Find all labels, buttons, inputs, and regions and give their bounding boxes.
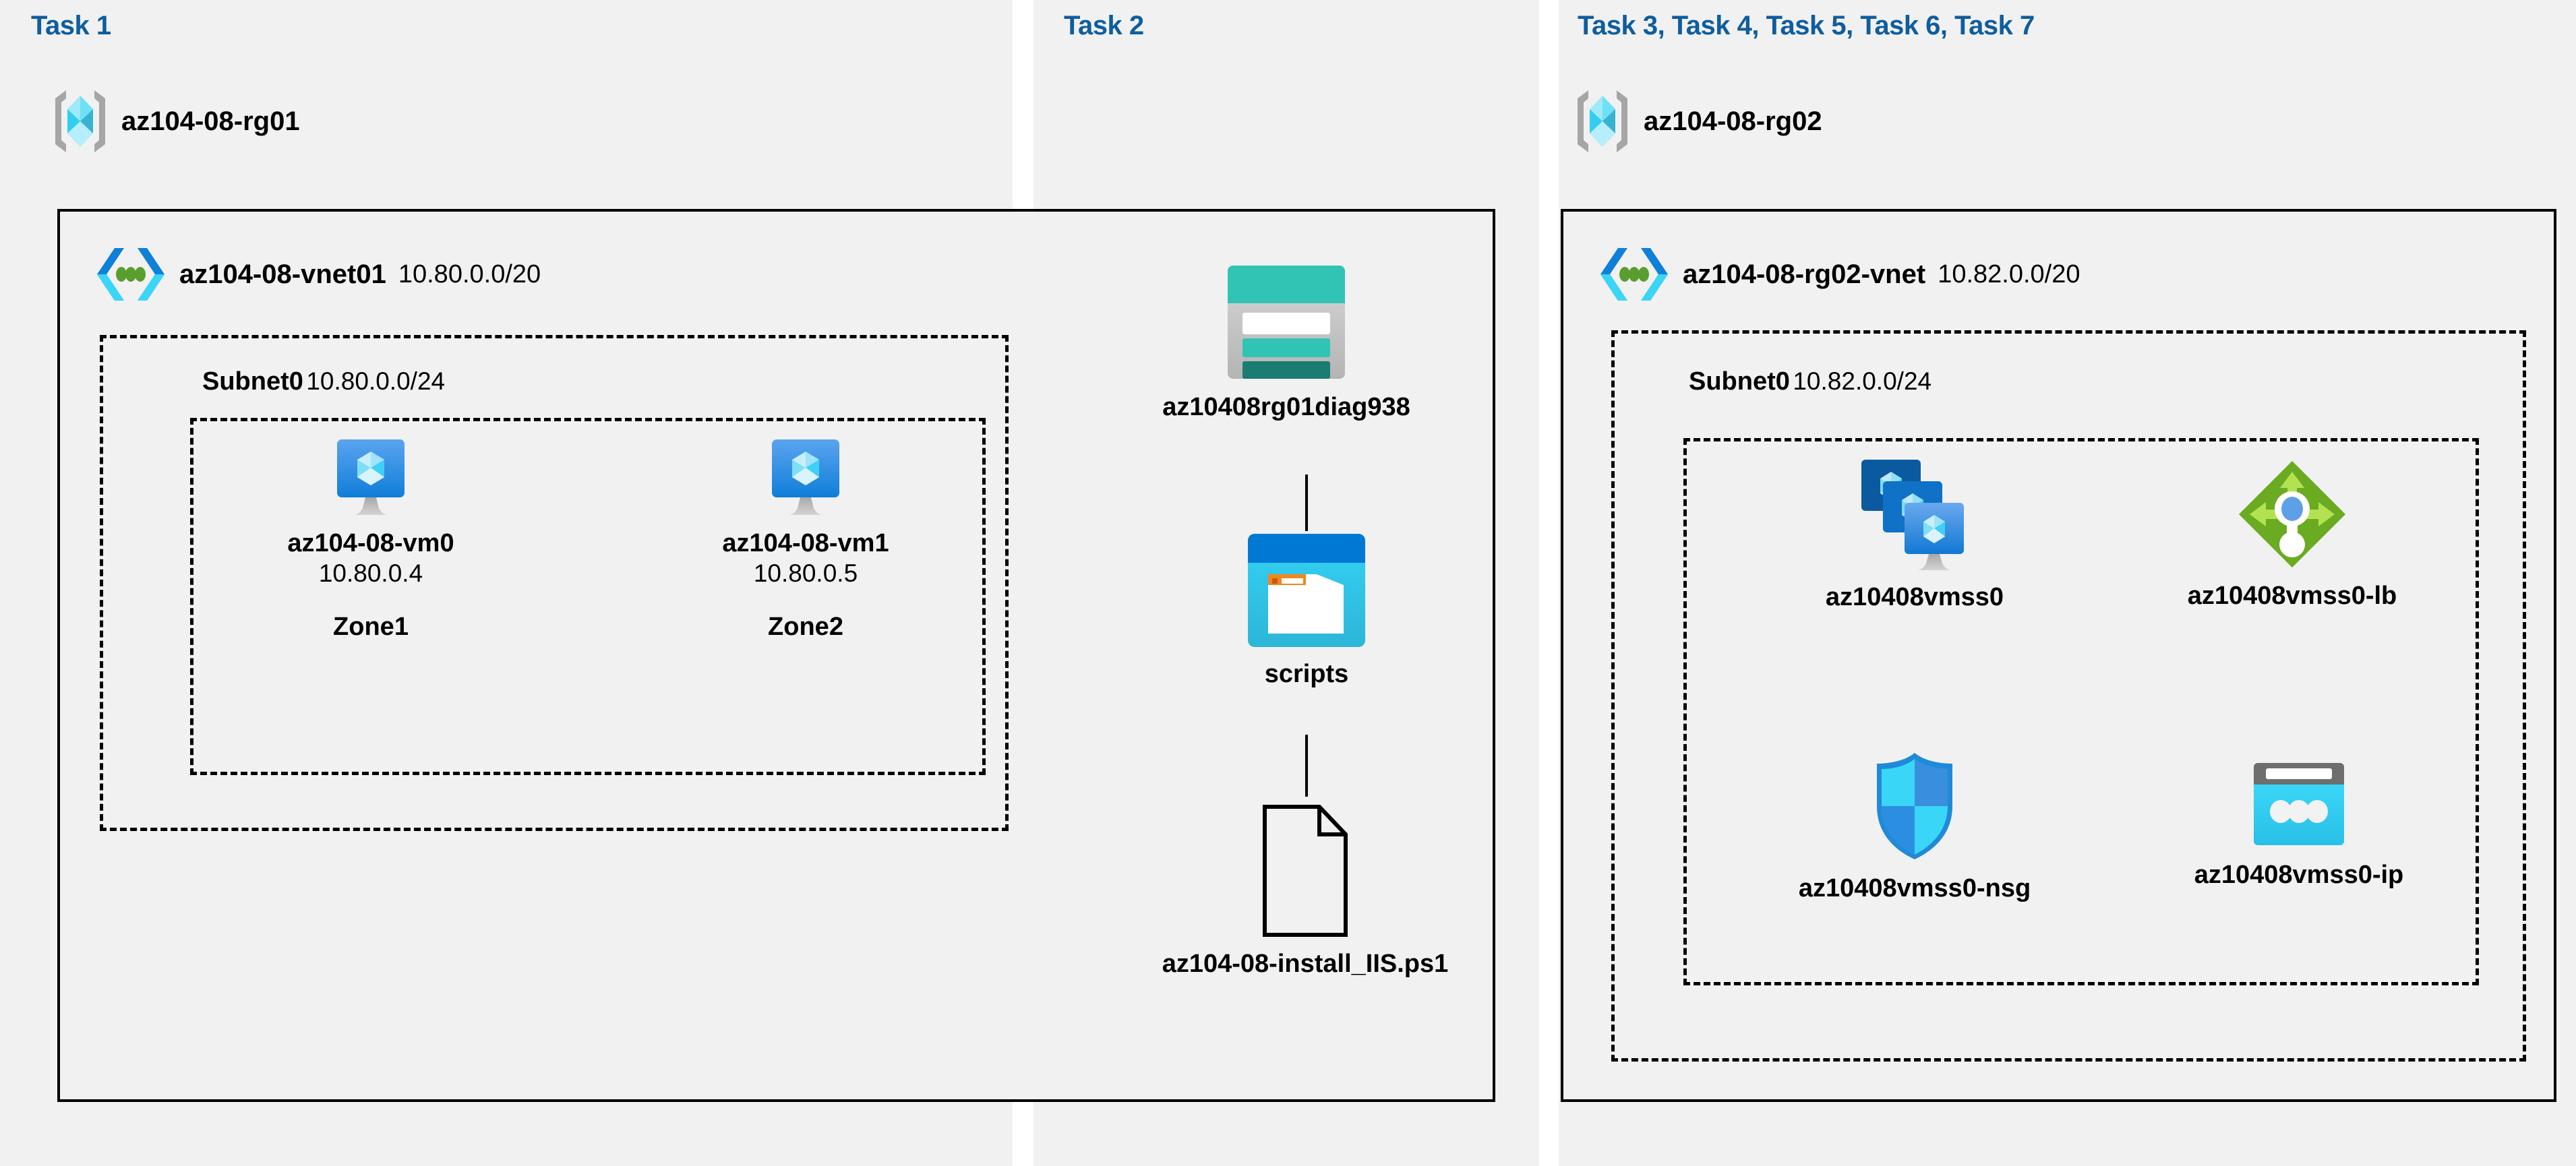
vm-zone: Zone1 — [333, 613, 409, 642]
network-security-group-icon — [1871, 749, 1958, 863]
task1-vnet-header: az104-08-vnet01 10.80.0.0/20 — [94, 244, 541, 305]
task3-subnet-label: Subnet0 10.82.0.0/24 — [1689, 367, 1931, 396]
load-balancer-name: az10408vmss0-lb — [2187, 582, 2397, 610]
task1-subnet-label: Subnet0 10.80.0.0/24 — [202, 367, 445, 396]
vm-node[interactable]: az104-08-vm1 10.80.0.5 Zone2 — [705, 438, 907, 642]
public-ip-address-name: az10408vmss0-ip — [2194, 861, 2404, 889]
task1-subnet-name: Subnet0 — [202, 367, 303, 396]
task2-title: Task 2 — [1064, 11, 1144, 40]
task1-subnet-box — [100, 335, 1009, 831]
task1-vnet-name: az104-08-vnet01 — [179, 259, 386, 289]
task1-resource-group-name: az104-08-rg01 — [121, 106, 300, 136]
resource-group-icon — [1574, 88, 1631, 155]
file-icon — [1261, 803, 1349, 938]
vm-ip: 10.80.0.4 — [318, 559, 423, 587]
virtual-network-icon — [94, 244, 167, 305]
public-ip-address-icon — [2251, 762, 2347, 849]
task3-subnet-box — [1611, 330, 2526, 1062]
vm-name: az104-08-vm1 — [722, 529, 889, 557]
connector-container-to-file — [1305, 735, 1308, 797]
file-name: az104-08-install_IIS.ps1 — [1162, 950, 1449, 978]
vm-node[interactable]: az104-08-vm0 10.80.0.4 Zone1 — [270, 438, 472, 642]
task3-vnet-box — [1561, 209, 2556, 1102]
task3-resource-group-header: az104-08-rg02 — [1574, 88, 1822, 155]
vm-scale-set-icon — [1859, 458, 1971, 572]
network-security-group-name: az10408vmss0-nsg — [1798, 874, 2031, 902]
network-security-group-node[interactable]: az10408vmss0-nsg — [1799, 749, 2031, 904]
vm-ip: 10.80.0.5 — [753, 559, 858, 587]
task3-subnet-cidr: 10.82.0.0/24 — [1793, 367, 1932, 395]
vm-scale-set-node[interactable]: az10408vmss0 — [1814, 458, 2016, 613]
task3-vnet-cidr: 10.82.0.0/20 — [1938, 259, 2080, 288]
vm-name: az104-08-vm0 — [287, 529, 454, 557]
file-node[interactable]: az104-08-install_IIS.ps1 — [1162, 803, 1448, 979]
task3-vnet-header: az104-08-rg02-vnet 10.82.0.0/20 — [1598, 244, 2080, 305]
storage-account-name: az10408rg01diag938 — [1162, 393, 1410, 421]
public-ip-address-node[interactable]: az10408vmss0-ip — [2191, 762, 2407, 890]
storage-account-icon — [1224, 263, 1349, 381]
virtual-network-icon — [1598, 244, 1671, 305]
vm-scale-set-name: az10408vmss0 — [1825, 583, 2004, 611]
task1-subnet-cidr: 10.80.0.0/24 — [306, 367, 446, 395]
task3-vnet-name: az104-08-rg02-vnet — [1683, 259, 1926, 289]
task3-resources-box — [1683, 438, 2479, 985]
task1-title: Task 1 — [31, 11, 111, 40]
virtual-machine-icon — [334, 438, 407, 518]
virtual-machine-icon — [769, 438, 842, 518]
connector-storage-to-container — [1305, 474, 1308, 531]
storage-account-node[interactable]: az10408rg01diag938 — [1162, 263, 1410, 423]
task3-title: Task 3, Task 4, Task 5, Task 6, Task 7 — [1578, 11, 2035, 40]
task1-resource-group-header: az104-08-rg01 — [51, 88, 300, 155]
task1-vnet-cidr: 10.80.0.0/20 — [398, 259, 541, 288]
task3-resource-group-name: az104-08-rg02 — [1644, 106, 1822, 136]
blob-container-icon — [1245, 532, 1368, 648]
load-balancer-node[interactable]: az10408vmss0-lb — [2184, 458, 2400, 611]
blob-container-node[interactable]: scripts — [1219, 532, 1394, 689]
task1-zones-box — [190, 418, 986, 775]
load-balancer-icon — [2236, 458, 2348, 570]
blob-container-name: scripts — [1264, 660, 1349, 688]
task3-subnet-name: Subnet0 — [1689, 367, 1790, 396]
vm-zone: Zone2 — [768, 613, 843, 642]
resource-group-icon — [51, 88, 109, 155]
